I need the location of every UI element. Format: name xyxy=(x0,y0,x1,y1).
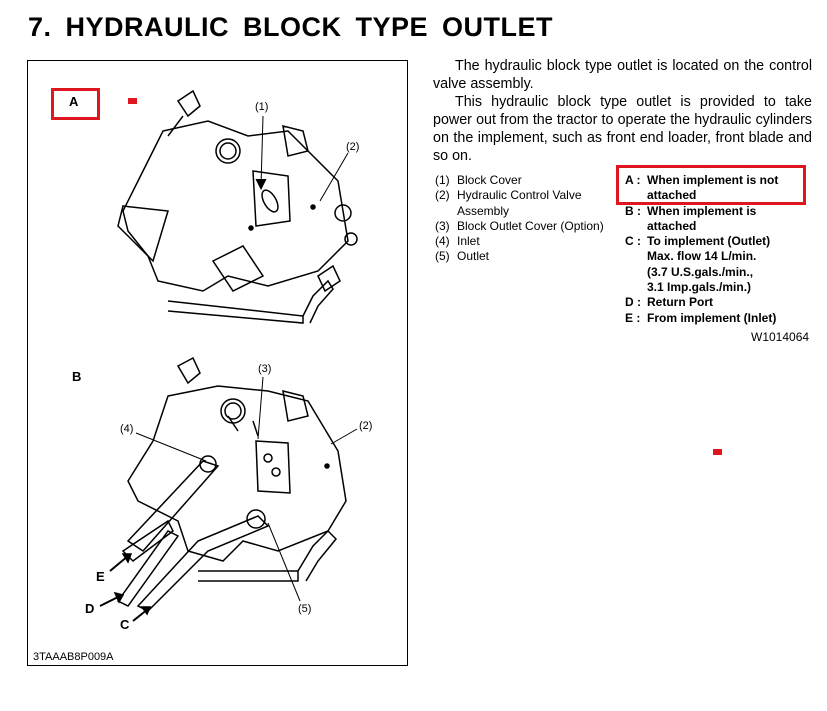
highlight-marker xyxy=(128,98,137,104)
legend-key: A : xyxy=(625,173,641,187)
legend-text: Outlet xyxy=(457,249,490,264)
legend-text: From implement (Inlet) xyxy=(647,310,777,325)
legend-text: Hydraulic Control Valve xyxy=(457,188,582,203)
arrow-e-label: E xyxy=(96,569,105,584)
figure-frame: (1) (2) (3) (4) (2) (5) A B E D C xyxy=(27,60,408,666)
callout-4: (4) xyxy=(120,423,134,435)
legend-key: C : xyxy=(625,234,641,249)
legend-key: E : xyxy=(625,310,641,325)
legend-text: Assembly xyxy=(457,203,510,218)
figure-code: 3TAAAB8P009A xyxy=(33,651,114,663)
arrow-c-label: C xyxy=(120,617,130,632)
legend-text: When implement is xyxy=(647,203,757,218)
views-legend: A : When implement is not attached B : Whe… xyxy=(625,173,778,326)
legend-key: (5) xyxy=(435,249,450,264)
legend-text: (3.7 U.S.gals./min., xyxy=(647,264,754,279)
callout-5: (5) xyxy=(298,603,312,615)
legend-text: When implement is not xyxy=(647,173,779,187)
callout-2-b: (2) xyxy=(359,420,373,432)
document-code: W1014064 xyxy=(751,330,810,344)
legend-text: attached xyxy=(647,218,697,233)
legend-text: Max. flow 14 L/min. xyxy=(647,249,757,264)
view-a-drawing xyxy=(117,89,358,324)
callout-2: (2) xyxy=(346,141,360,153)
legend-text: Block Outlet Cover (Option) xyxy=(457,218,604,233)
legend-text: attached xyxy=(647,188,697,203)
paragraph: This hydraulic block type outlet is prov… xyxy=(433,94,812,164)
legend-key: (1) xyxy=(435,173,450,187)
arrow-d-label: D xyxy=(85,601,95,616)
callout-1: (1) xyxy=(255,101,269,113)
hydraulic-diagram xyxy=(99,89,358,622)
paragraph: The hydraulic block type outlet is locat… xyxy=(433,58,812,92)
view-b-label: B xyxy=(72,369,82,384)
section-title: 7. HYDRAULIC BLOCK TYPE OUTLET xyxy=(28,12,554,42)
parts-legend: (1) Block Cover (2) Hydraulic Control Valv… xyxy=(435,173,604,265)
view-a-label: A xyxy=(69,94,79,109)
description: The hydraulic block type outlet is locat… xyxy=(433,57,812,165)
legend-key: (4) xyxy=(435,234,450,249)
legend-key: B : xyxy=(625,203,641,218)
highlight-box-view-a xyxy=(51,88,100,120)
highlight-marker xyxy=(713,449,722,455)
legend-text: Return Port xyxy=(647,295,713,310)
legend-key: (2) xyxy=(435,188,450,203)
legend-key: D : xyxy=(625,295,641,310)
legend-text: Block Cover xyxy=(457,173,522,187)
legend-text: 3.1 Imp.gals./min.) xyxy=(647,280,752,295)
view-b-drawing xyxy=(99,356,358,622)
legend-text: Inlet xyxy=(457,234,480,249)
legend-text: To implement (Outlet) xyxy=(647,234,771,249)
legend-key: (3) xyxy=(435,218,450,233)
callout-3: (3) xyxy=(258,363,272,375)
highlight-box-item-a xyxy=(616,165,806,205)
